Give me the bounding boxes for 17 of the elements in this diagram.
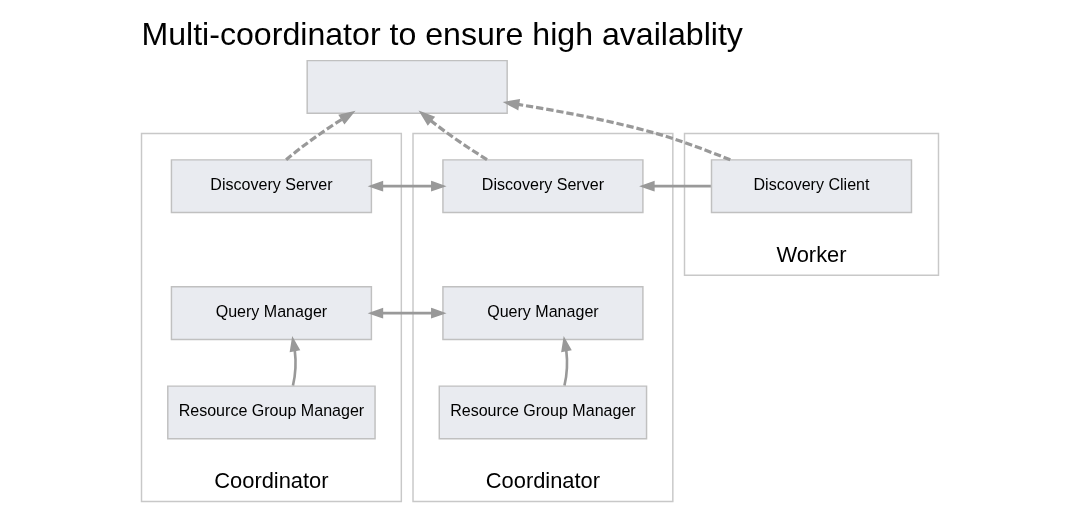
arrow bbox=[639, 180, 711, 192]
node-box: Query Manager bbox=[170, 286, 373, 341]
node-box: Discovery Client bbox=[710, 159, 913, 214]
node-box: Discovery Server bbox=[442, 159, 644, 214]
arrow bbox=[285, 110, 356, 161]
node-box: Query Manager bbox=[442, 286, 644, 341]
arrow bbox=[418, 110, 488, 161]
arrow bbox=[502, 98, 731, 162]
node-box: Resource Group Manager bbox=[167, 385, 376, 440]
arrow bbox=[367, 307, 447, 319]
arrow bbox=[367, 180, 447, 192]
node-box bbox=[306, 59, 508, 114]
diagram-title: Multi-coordinator to ensure high availablity bbox=[141, 16, 743, 53]
arrow bbox=[289, 336, 301, 386]
node-box: Discovery Server bbox=[170, 159, 373, 214]
node-box: Resource Group Manager bbox=[438, 385, 648, 440]
arrow bbox=[561, 335, 572, 386]
